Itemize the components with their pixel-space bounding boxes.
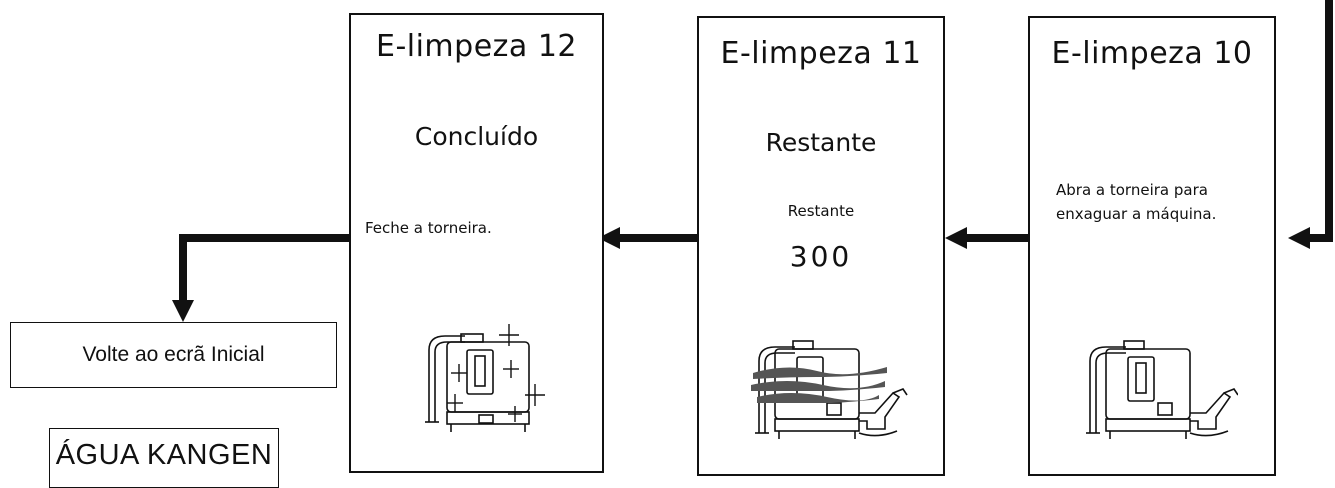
panel-status: Concluído: [414, 122, 539, 151]
panel-e-limpeza-10: E-limpeza 10 Abra a torneira para enxagu…: [1028, 16, 1276, 476]
arrow-into-e-limpeza-10: [1288, 0, 1333, 249]
return-home-box: Volte ao ecrã Inicial: [10, 322, 337, 388]
arrow-12-to-home: [172, 234, 349, 322]
arrow-11-to-12: [598, 227, 697, 249]
remaining-counter: 300: [789, 240, 853, 273]
arrow-10-to-11: [945, 227, 1028, 249]
kangen-water-box: ÁGUA KANGEN: [49, 428, 279, 488]
water-ionizer-faucet-icon: [1086, 340, 1238, 439]
return-home-label: Volte ao ecrã Inicial: [82, 343, 265, 366]
panel-title: E-limpeza 11: [720, 36, 922, 71]
panel-status: Restante: [765, 128, 877, 157]
panel-title: E-limpeza 12: [375, 29, 577, 64]
panel-instruction-line-1: Abra a torneira para: [1056, 181, 1208, 199]
panel-instruction: Feche a torneira.: [365, 219, 492, 237]
water-ionizer-flowing-icon: [751, 340, 908, 439]
panel-instruction-line-2: enxaguar a máquina.: [1056, 205, 1217, 223]
water-ionizer-sparkle-icon: [425, 324, 545, 432]
panel-sublabel: Restante: [787, 202, 855, 220]
panel-e-limpeza-12: E-limpeza 12 Concluído Feche a torneira.: [349, 13, 604, 473]
panel-e-limpeza-11: E-limpeza 11 Restante Restante 300: [697, 16, 945, 476]
panel-title: E-limpeza 10: [1051, 36, 1253, 71]
flow-arrows: [172, 0, 1333, 322]
kangen-water-label: ÁGUA KANGEN: [55, 439, 273, 471]
